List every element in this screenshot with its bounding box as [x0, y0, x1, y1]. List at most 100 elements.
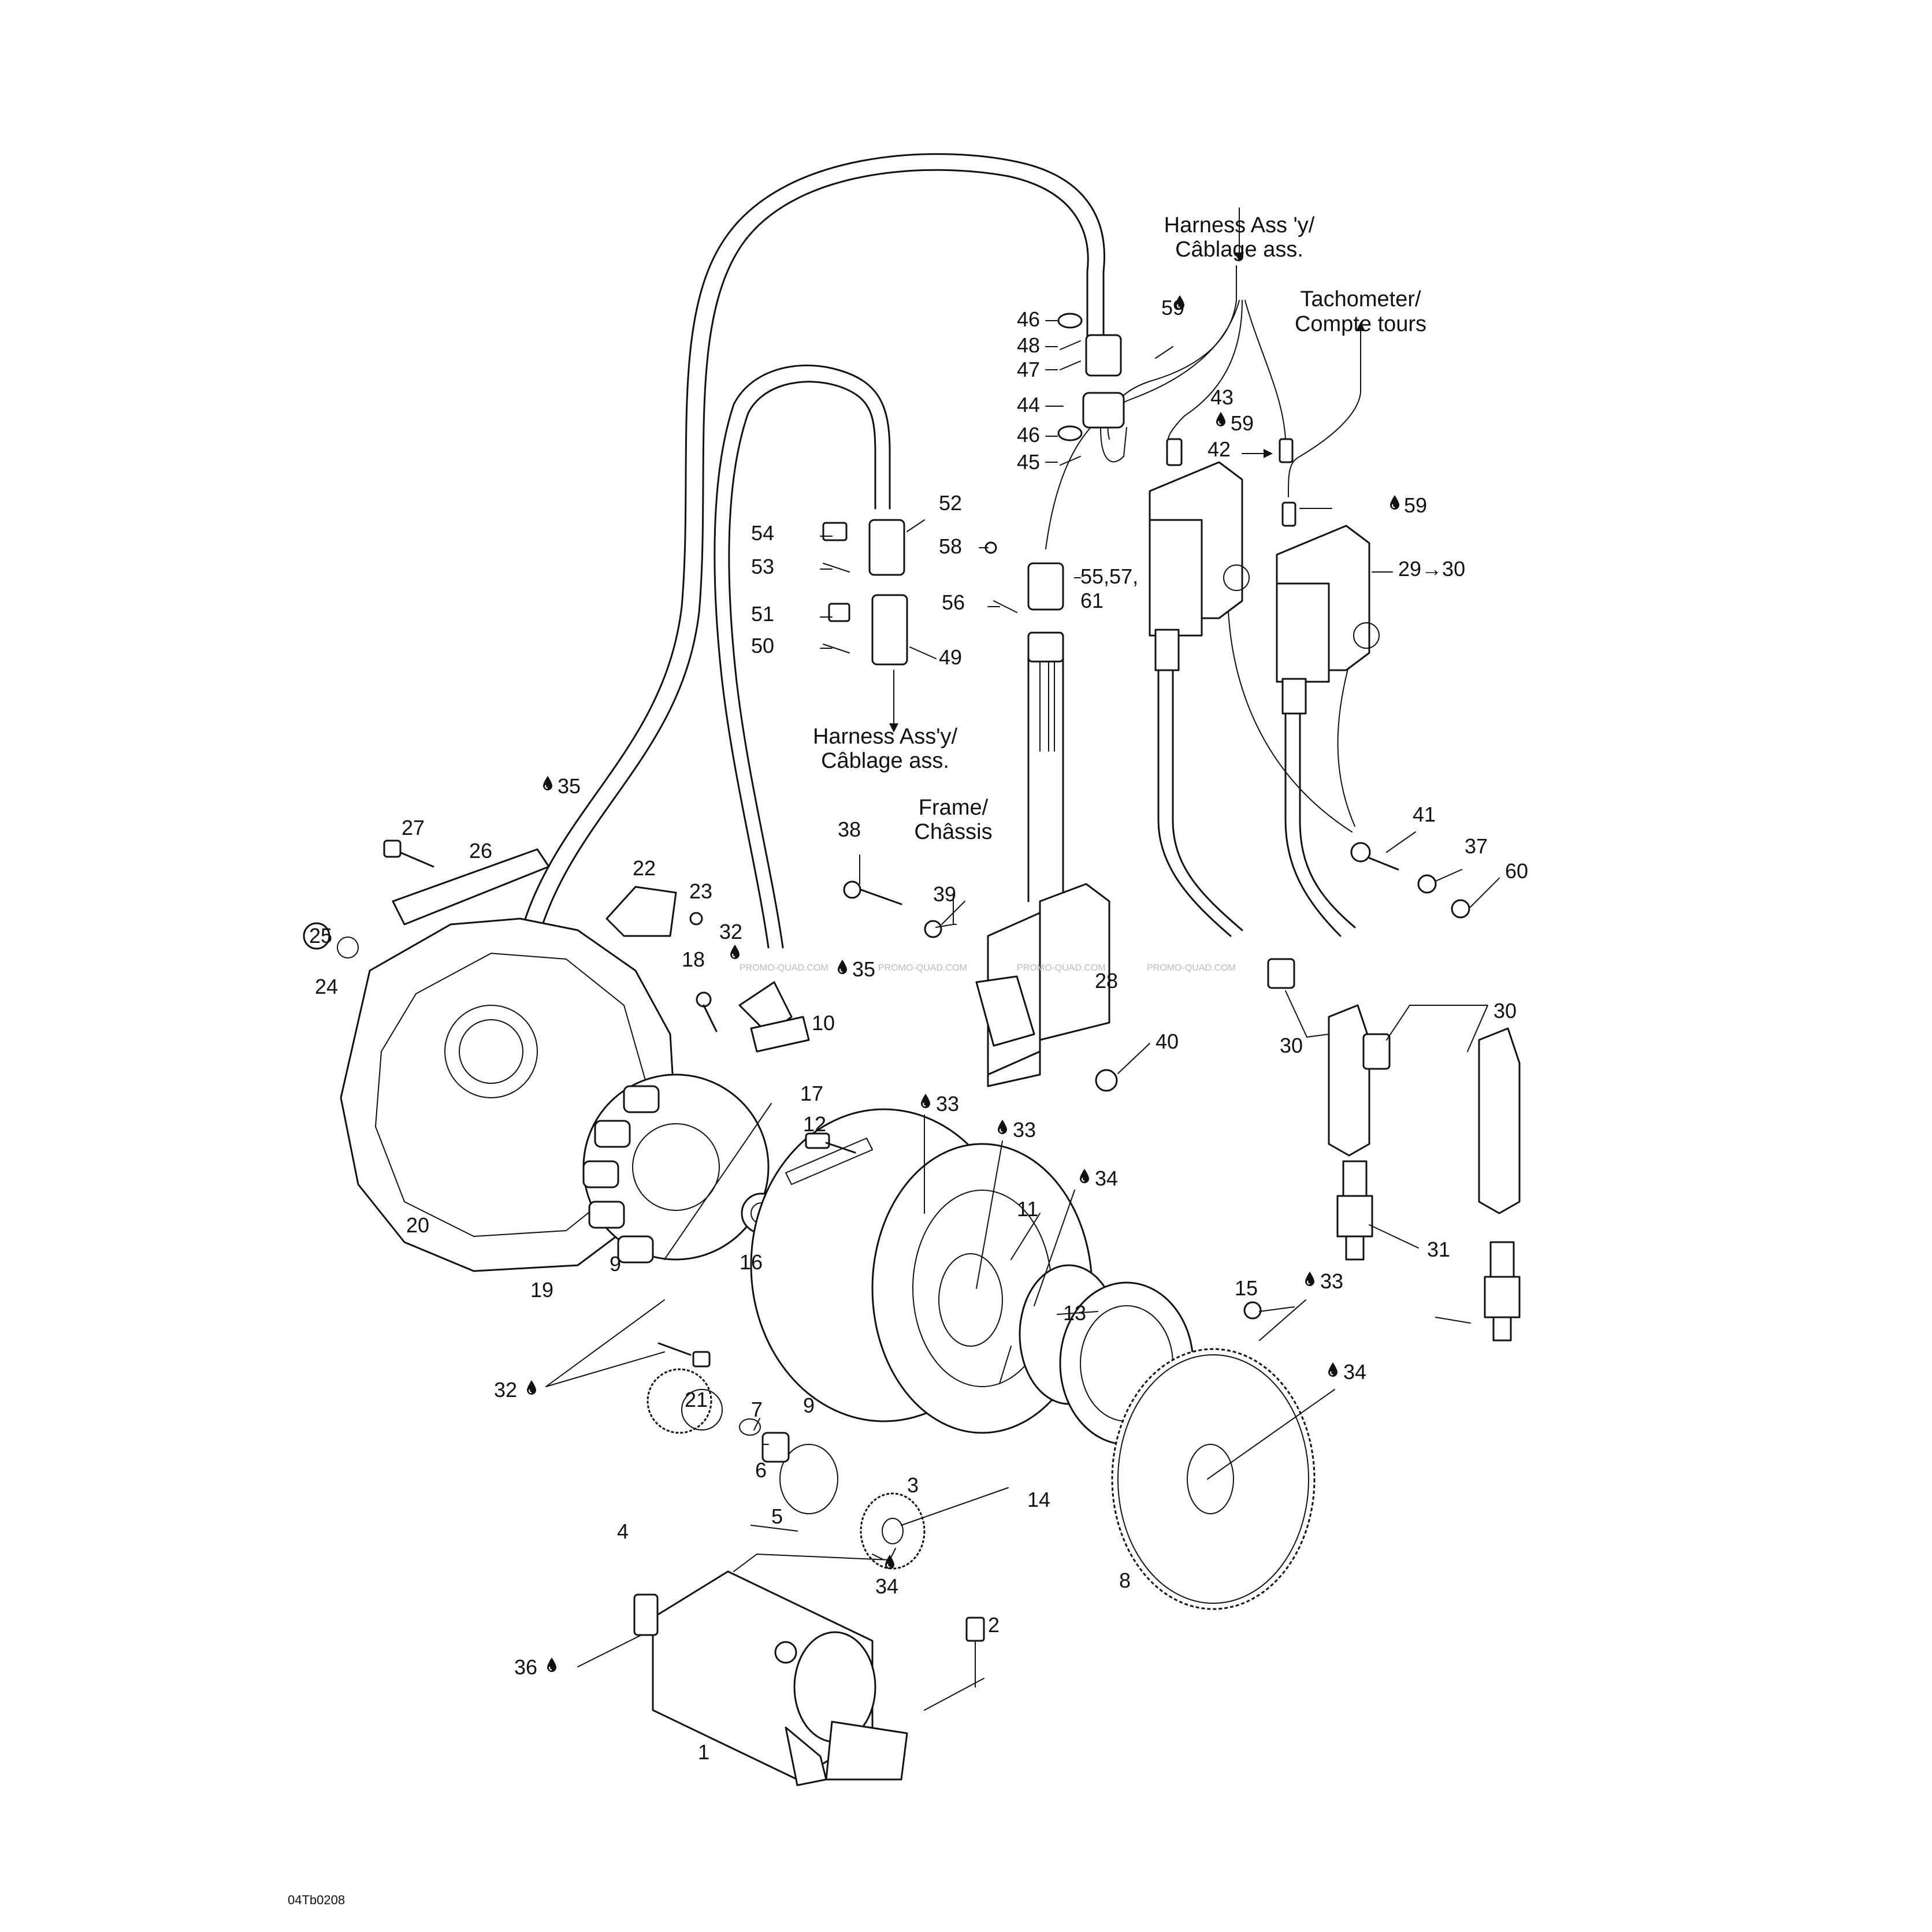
- callout-26: 26: [469, 839, 492, 863]
- callout-22: 22: [633, 856, 656, 880]
- callout-39: 39: [933, 882, 956, 906]
- callout-6: 6: [755, 1458, 767, 1482]
- callout-46: 46: [1017, 423, 1040, 447]
- callout-36: 36: [514, 1655, 537, 1679]
- svg-text:Câblage ass.: Câblage ass.: [1175, 237, 1303, 262]
- callout-32: 32: [719, 920, 742, 943]
- callout-18: 18: [682, 948, 705, 971]
- annotation-frame: Frame/ Châssis: [914, 796, 992, 844]
- callout-43: 43: [1210, 385, 1233, 409]
- callout-12: 12: [803, 1112, 826, 1136]
- callout-23: 23: [689, 879, 712, 903]
- callout-5: 5: [771, 1504, 783, 1528]
- callout-52: 52: [939, 491, 962, 515]
- callout-2: 2: [988, 1613, 1000, 1637]
- callout-17: 17: [800, 1082, 823, 1105]
- callout-42: 42: [1208, 437, 1231, 461]
- callout-54: 54: [751, 521, 774, 545]
- callout-34: 34: [1343, 1360, 1366, 1384]
- callout-24: 24: [315, 975, 338, 998]
- callout-31: 31: [1427, 1238, 1450, 1261]
- annotation-tachometer: Tachometer/ Compte tours: [1295, 287, 1426, 336]
- callout-27: 27: [402, 816, 425, 839]
- connector-group-top: [822, 313, 1296, 666]
- watermark: PROMO-QUAD.COM: [1147, 963, 1236, 973]
- svg-text:Tachometer/: Tachometer/: [1300, 287, 1421, 311]
- callout-41: 41: [1413, 802, 1436, 826]
- callout-10: 10: [812, 1011, 835, 1035]
- callout-35: 35: [852, 957, 875, 981]
- leader-lines: [545, 207, 1500, 1711]
- callout-9: 9: [610, 1252, 621, 1276]
- callout-30: 30: [1493, 999, 1517, 1023]
- spark-plug-caps: [1267, 958, 1521, 1342]
- callout-15: 15: [1235, 1276, 1258, 1300]
- callout-46: 46: [1017, 307, 1040, 331]
- callout-53: 53: [751, 555, 774, 578]
- callout-40: 40: [1156, 1030, 1179, 1053]
- callout-29-30: 29→30: [1398, 557, 1465, 581]
- callout-3: 3: [907, 1473, 919, 1497]
- callout-50: 50: [751, 634, 774, 657]
- callout-38: 38: [838, 818, 861, 841]
- callout-11: 11: [1017, 1197, 1038, 1221]
- callout-55-57-61: 55,57,: [1080, 564, 1138, 588]
- figure-reference: 04Tb0208: [288, 1893, 345, 1907]
- ignition-module: [975, 883, 1110, 1087]
- callout-34: 34: [1095, 1166, 1118, 1190]
- callout-55-57-61: 61: [1080, 589, 1104, 612]
- oil-drop-icon: [543, 775, 553, 791]
- svg-text:Harness Ass'y/: Harness Ass'y/: [813, 724, 958, 749]
- callout-1: 1: [698, 1740, 709, 1764]
- oil-drop-icon: [730, 944, 740, 960]
- callout-45: 45: [1017, 450, 1040, 474]
- watermark: PROMO-QUAD.COM: [740, 963, 828, 973]
- fasteners: [383, 839, 1470, 1368]
- svg-text:Câblage ass.: Câblage ass.: [821, 749, 949, 773]
- callout-33: 33: [1013, 1118, 1036, 1142]
- callout-21: 21: [685, 1388, 708, 1411]
- watermark: PROMO-QUAD.COM: [1017, 963, 1106, 973]
- svg-text:Frame/: Frame/: [919, 796, 989, 820]
- watermark: PROMO-QUAD.COM: [878, 963, 967, 973]
- callout-60: 60: [1505, 859, 1528, 883]
- oil-drop-icon: [1079, 1168, 1090, 1184]
- callout-25: 25: [309, 924, 332, 948]
- callout-49: 49: [939, 645, 962, 669]
- callout-4: 4: [617, 1519, 629, 1543]
- oil-drop-icon: [1305, 1271, 1315, 1287]
- oil-drop-icon: [547, 1657, 557, 1673]
- ignition-coils: [1149, 461, 1380, 715]
- annotation-harness-top: Harness Ass 'y/ Câblage ass.: [1164, 213, 1315, 262]
- oil-drop-icon: [1216, 411, 1226, 427]
- callout-51: 51: [751, 602, 774, 626]
- callout-56: 56: [942, 590, 965, 614]
- oil-drop-icon: [1389, 495, 1400, 510]
- callout-14: 14: [1027, 1488, 1050, 1511]
- sprag-and-gears: [647, 1264, 1316, 1610]
- oil-drop-icon: [526, 1380, 537, 1395]
- callout-58: 58: [939, 534, 962, 558]
- svg-text:Harness Ass 'y/: Harness Ass 'y/: [1164, 213, 1315, 237]
- callout-8: 8: [1119, 1569, 1131, 1592]
- callout-32: 32: [494, 1378, 517, 1402]
- part-callouts: 46 48 47 44 46 45 59 43 59 42 59 29→30 5…: [309, 296, 1528, 1764]
- callout-34: 34: [875, 1574, 898, 1598]
- callout-48: 48: [1017, 333, 1040, 357]
- callout-16: 16: [740, 1250, 763, 1274]
- annotation-harness-mid: Harness Ass'y/ Câblage ass.: [813, 724, 958, 773]
- callout-37: 37: [1465, 834, 1488, 858]
- callout-20: 20: [406, 1213, 429, 1237]
- callout-9: 9: [803, 1394, 815, 1417]
- callout-19: 19: [530, 1278, 553, 1302]
- oil-drop-icon: [920, 1093, 931, 1109]
- callout-13: 13: [1063, 1301, 1086, 1325]
- callout-30: 30: [1280, 1034, 1303, 1057]
- callout-33: 33: [936, 1092, 959, 1116]
- callout-33: 33: [1320, 1269, 1343, 1293]
- svg-text:Châssis: Châssis: [914, 820, 992, 844]
- callout-44: 44: [1017, 393, 1040, 417]
- callout-35: 35: [558, 774, 581, 798]
- oil-drop-icon: [997, 1119, 1008, 1135]
